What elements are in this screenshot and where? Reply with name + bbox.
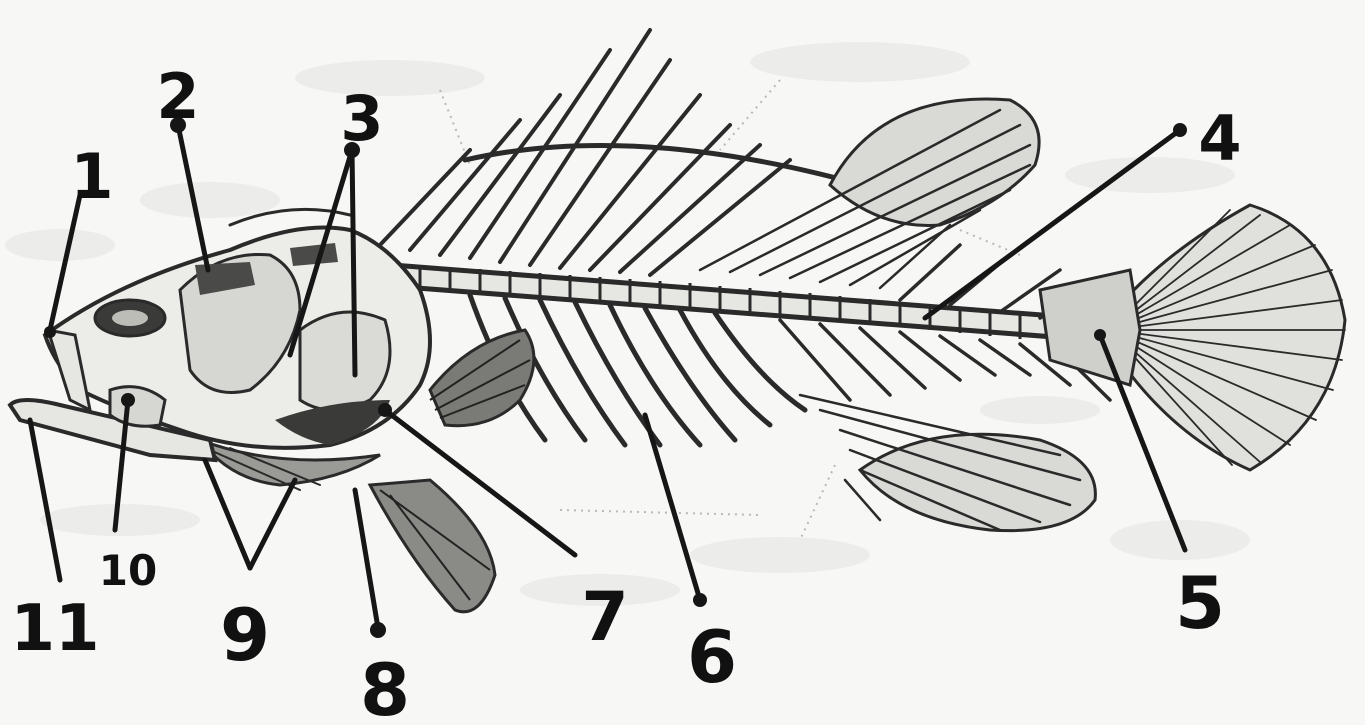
pectoral-fin <box>430 330 534 426</box>
label-5: 5 <box>1175 561 1225 645</box>
label-11: 11 <box>10 592 99 666</box>
label-7: 7 <box>581 578 628 657</box>
leader-line-11 <box>30 420 60 580</box>
caudal-fin <box>1040 205 1345 470</box>
pelvic-fin <box>370 480 495 612</box>
label-6: 6 <box>687 615 737 699</box>
leader-line-6 <box>645 415 700 600</box>
vertebral-column <box>385 265 1100 345</box>
leader-line-3b <box>352 150 355 375</box>
label-4: 4 <box>1198 102 1241 175</box>
label-2: 2 <box>156 60 199 133</box>
label-9: 9 <box>220 593 270 677</box>
label-8: 8 <box>360 648 410 725</box>
label-3: 3 <box>340 82 383 155</box>
label-1: 1 <box>70 140 113 213</box>
leader-line-9b <box>250 480 295 568</box>
label-10: 10 <box>99 546 157 595</box>
leader-line-1 <box>50 195 80 330</box>
leader-line-8 <box>355 490 378 628</box>
